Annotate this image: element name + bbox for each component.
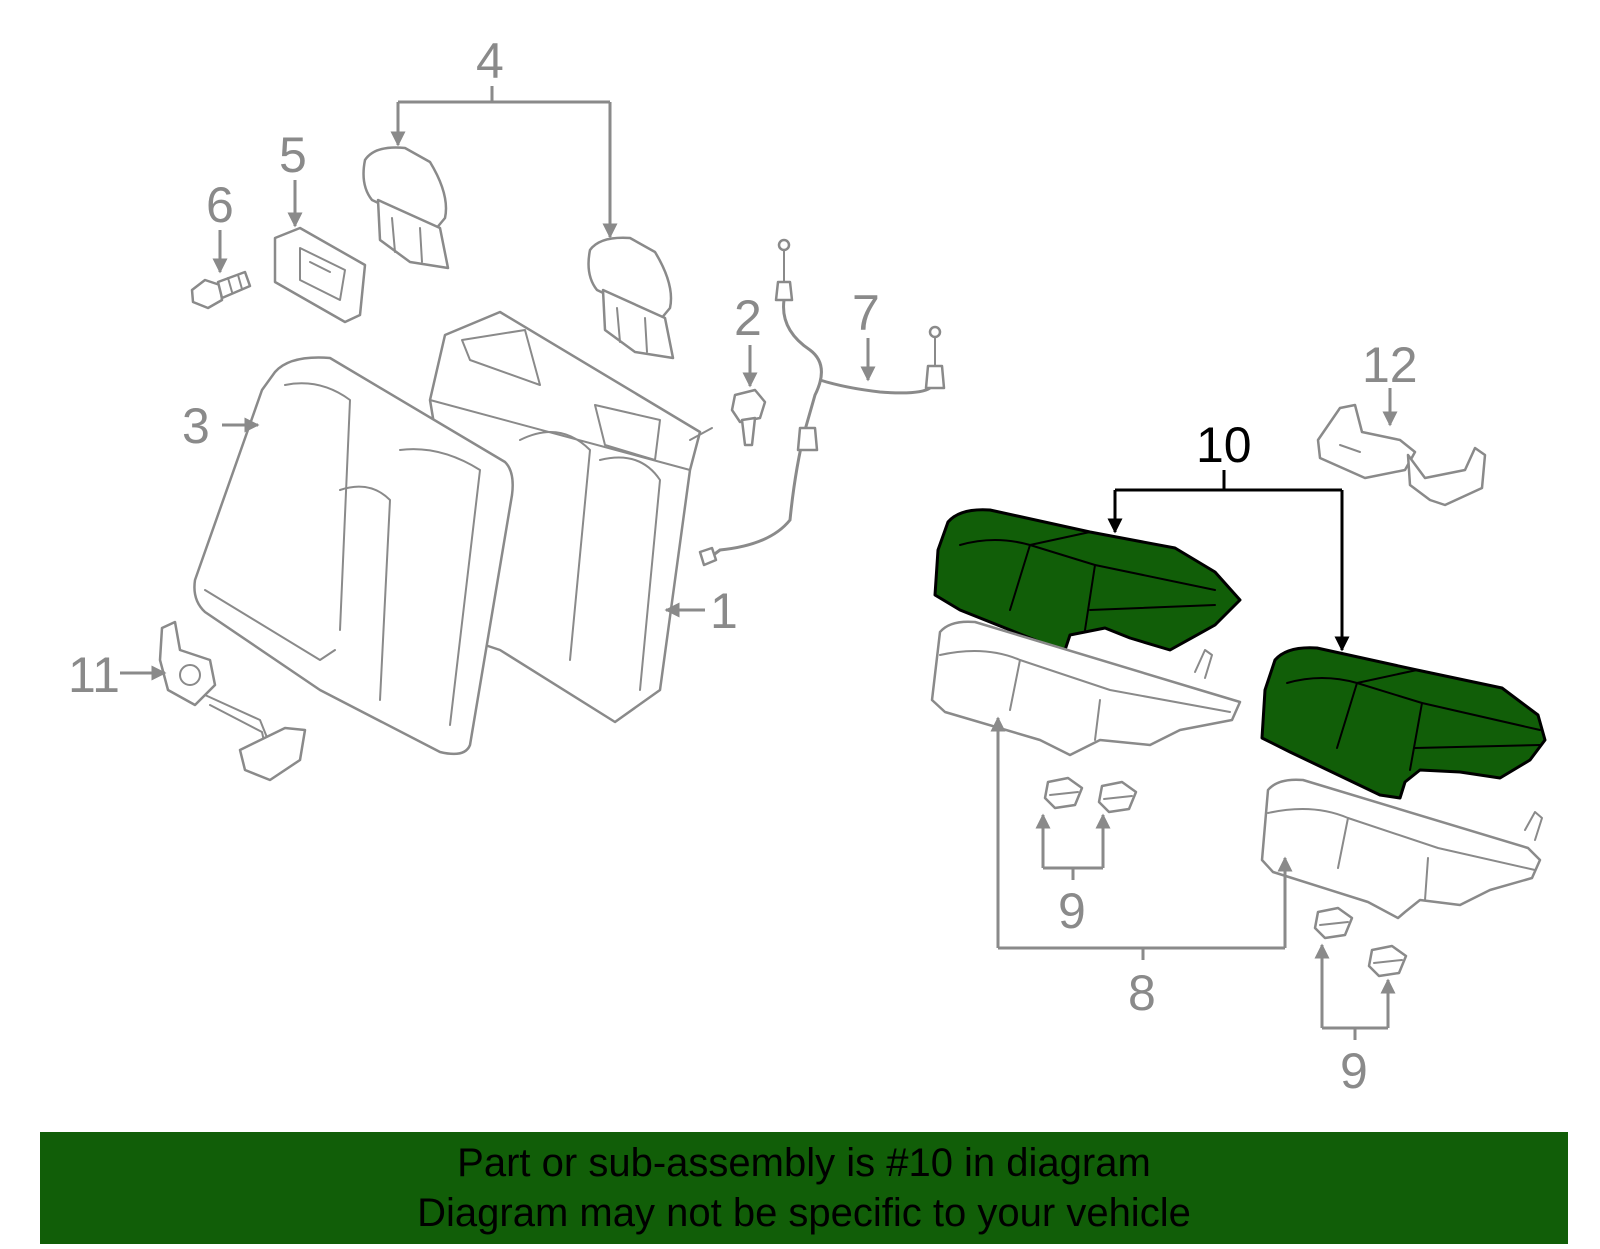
callout-11: 11 <box>68 647 120 703</box>
part-4-headrest-left <box>362 146 450 270</box>
callout-1: 1 <box>710 583 738 639</box>
info-banner: Part or sub-assembly is #10 in diagram D… <box>40 1132 1568 1244</box>
callout-4: 4 <box>476 33 504 89</box>
part-12-bracket <box>1316 403 1487 507</box>
part-3-seatback-cover <box>193 356 514 756</box>
callout-8: 8 <box>1128 965 1156 1021</box>
part-9-clips-upper <box>1043 776 1138 814</box>
callout-3: 3 <box>182 398 210 454</box>
part-10-cushion-cover-right <box>1260 646 1547 800</box>
part-7-cable <box>698 238 946 567</box>
banner-disclaimer: Diagram may not be specific to your vehi… <box>417 1191 1191 1235</box>
part-2-clip <box>730 388 767 447</box>
callout-7: 7 <box>852 285 880 341</box>
banner-part-info: Part or sub-assembly is #10 in diagram <box>457 1141 1151 1185</box>
leader-lines <box>120 86 1398 1040</box>
part-8-cushion-pad-left <box>930 620 1242 757</box>
callout-2: 2 <box>734 290 762 346</box>
callout-6: 6 <box>206 177 234 233</box>
callout-10: 10 <box>1196 417 1252 473</box>
part-9-clips-lower <box>1313 906 1408 978</box>
callout-labels: 1 2 3 4 5 6 7 8 9 9 10 11 12 <box>68 33 1418 1099</box>
callout-5: 5 <box>279 127 307 183</box>
callout-12: 12 <box>1362 337 1418 393</box>
part-4-headrest-right <box>587 236 675 360</box>
part-8-cushion-pad-right <box>1260 778 1543 920</box>
part-6-bolt <box>190 270 252 310</box>
callout-9-upper: 9 <box>1058 883 1086 939</box>
callout-9-lower: 9 <box>1340 1043 1368 1099</box>
part-5-bracket <box>273 226 367 324</box>
part-11-latch <box>158 620 307 782</box>
